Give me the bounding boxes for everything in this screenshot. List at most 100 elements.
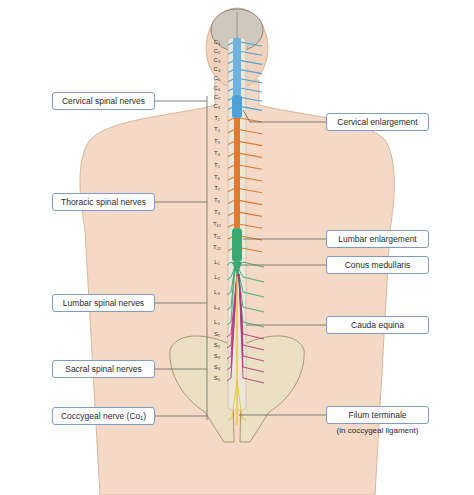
vertebra-label: C₆	[214, 85, 221, 92]
cervical-enlargement	[232, 95, 242, 118]
vertebra-label: T₁₁	[213, 233, 221, 240]
nerve-line	[239, 274, 264, 350]
nerve-line	[228, 118, 234, 121]
nerve-line	[239, 274, 264, 372]
label-text: Coccygeal nerve (Co₁)	[61, 411, 146, 421]
nerve-line	[240, 177, 262, 181]
nerve-line	[228, 201, 234, 204]
label-box: Lumbar spinal nerves	[52, 294, 155, 312]
vertebra-label: L₁	[214, 259, 219, 266]
nerve-line	[240, 142, 262, 146]
vertebra-label: T₁₀	[213, 221, 221, 228]
nerve-line	[240, 189, 262, 193]
nerve-line	[228, 224, 234, 227]
nerve-line	[240, 88, 262, 92]
label-text: Cervical enlargement	[337, 117, 417, 127]
nerve-line	[240, 60, 262, 64]
label-text: Thoracic spinal nerves	[61, 197, 146, 207]
vertebra-label: T₆	[214, 174, 220, 181]
vertebra-label: T₈	[214, 197, 220, 204]
nerve-line	[240, 70, 262, 74]
leader-line	[241, 265, 326, 266]
nerve-line	[239, 274, 264, 339]
lumbar-enlargement	[232, 228, 242, 262]
vertebra-label: L₂	[214, 274, 220, 281]
pelvis-right	[240, 336, 304, 442]
nerve-line	[228, 380, 237, 420]
leader-line	[246, 325, 326, 326]
vertebra-label: C₄	[214, 66, 221, 73]
vertebra-label: T₁	[214, 115, 220, 122]
label-text: Filum terminale	[348, 410, 406, 420]
vertebra-label: T₉	[214, 209, 220, 216]
nerve-line	[240, 212, 262, 216]
nerve-line	[240, 236, 262, 240]
filum-line	[236, 276, 237, 425]
thoracic-cord	[234, 118, 240, 228]
cervical-cord	[233, 38, 241, 95]
nerves	[227, 42, 264, 420]
nerve-line	[237, 380, 246, 420]
vertebra-label: T₅	[214, 162, 220, 169]
pelvis-left	[170, 336, 234, 442]
label-text: Lumbar enlargement	[338, 234, 416, 244]
bracket-line	[207, 96, 208, 420]
label-text: Conus medullaris	[345, 260, 411, 270]
vertebra-label: C₁	[214, 39, 220, 46]
nerve-line	[240, 97, 262, 101]
nerve-line	[228, 212, 234, 215]
vertebra-label: C₇	[214, 94, 220, 101]
label-box: Cervical enlargement	[326, 113, 429, 131]
vertebra-label: S₁	[214, 331, 220, 338]
vertebra-label: C₅	[214, 75, 221, 82]
leader-line	[155, 101, 207, 102]
nerve-line	[228, 189, 234, 192]
leader-line	[155, 416, 207, 417]
label-note: (in coccygeal ligament)	[337, 426, 419, 436]
vertebra-label: C₈	[214, 103, 221, 110]
vertebra-label: L₄	[214, 304, 220, 311]
label-text: Cervical spinal nerves	[62, 96, 145, 106]
vertebra-label: T₄	[214, 150, 220, 157]
nerve-line	[240, 248, 262, 252]
label-box: Filum terminale(in coccygeal ligament)	[326, 406, 429, 424]
nerve-line	[240, 51, 262, 55]
label-box: Coccygeal nerve (Co₁)	[52, 407, 155, 425]
label-box: Cervical spinal nerves	[52, 92, 155, 110]
vertebra-label: T₂	[214, 126, 220, 133]
nerve-line	[237, 266, 264, 282]
nerve-line	[240, 165, 262, 169]
leader-line	[243, 110, 326, 122]
vertebra-label: T₇	[214, 185, 220, 192]
vertebra-label: T₃	[214, 138, 220, 145]
label-text: Lumbar spinal nerves	[63, 298, 144, 308]
vertebra-label: C₃	[214, 57, 221, 64]
nerve-line	[239, 274, 264, 361]
leader-line	[155, 369, 207, 370]
label-box: Cauda equina	[326, 316, 429, 334]
vertebra-label: T₁₂	[213, 244, 221, 251]
vertebra-label: S₄	[214, 364, 220, 371]
leader-line	[155, 303, 207, 304]
leader-line	[239, 415, 326, 416]
nerve-line	[239, 274, 264, 383]
leader-line	[243, 239, 326, 240]
label-text: Cauda equina	[351, 320, 404, 330]
nerve-line	[228, 153, 234, 156]
leader-line	[155, 202, 207, 203]
nerve-line	[240, 118, 262, 122]
nerve-line	[228, 130, 234, 133]
nerve-line	[240, 130, 262, 134]
nerve-line	[228, 177, 234, 180]
label-box: Conus medullaris	[326, 256, 429, 274]
label-box: Thoracic spinal nerves	[52, 193, 155, 211]
nerve-line	[240, 153, 262, 157]
nerve-line	[227, 274, 237, 381]
vertebra-label: L₃	[214, 289, 220, 296]
nerve-line	[240, 106, 262, 110]
vertebra-label: S₃	[214, 353, 220, 360]
vertebra-label: C₂	[214, 48, 221, 55]
nerve-line	[240, 224, 262, 228]
label-text: Sacral spinal nerves	[65, 364, 142, 374]
